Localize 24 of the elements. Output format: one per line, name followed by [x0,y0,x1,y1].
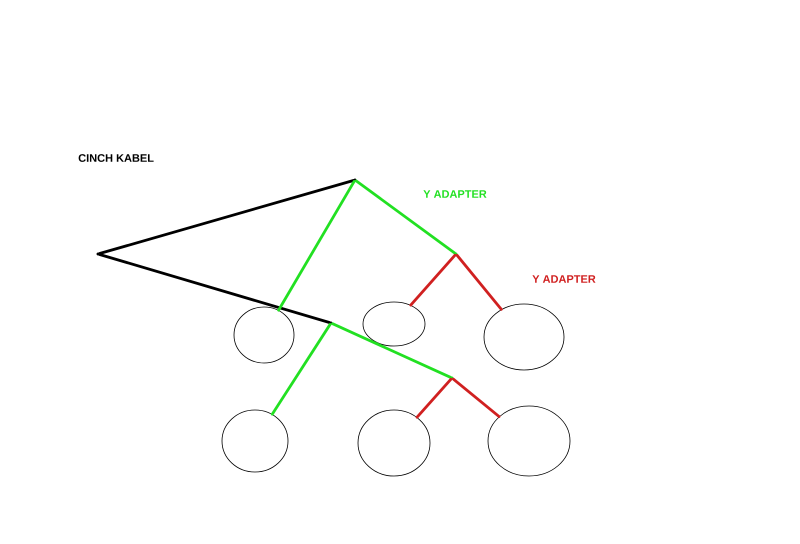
cable-line [354,180,456,254]
cable-line [416,378,452,419]
junction-point [96,252,100,256]
socket-circle [234,306,294,364]
cable-line [452,378,500,418]
socket-circle [362,302,426,346]
cable-line [409,254,456,306]
socket-circle [488,406,570,476]
cable-line [277,180,356,312]
cable-line [98,179,355,255]
junction-point [330,322,332,324]
junction-point [454,252,458,256]
label-text: Y ADAPTER [423,190,487,198]
socket-circle [222,410,288,472]
cable-line [270,323,332,416]
socket-circle [484,304,564,370]
junction-point [354,178,356,182]
junction-point [450,376,454,380]
cable-line [331,322,452,379]
socket-circle [358,410,430,476]
label-text: CINCH KABEL [78,154,154,162]
label-text: Y ADAPTER [532,275,596,283]
cable-line [98,253,331,324]
cable-line [456,254,503,311]
